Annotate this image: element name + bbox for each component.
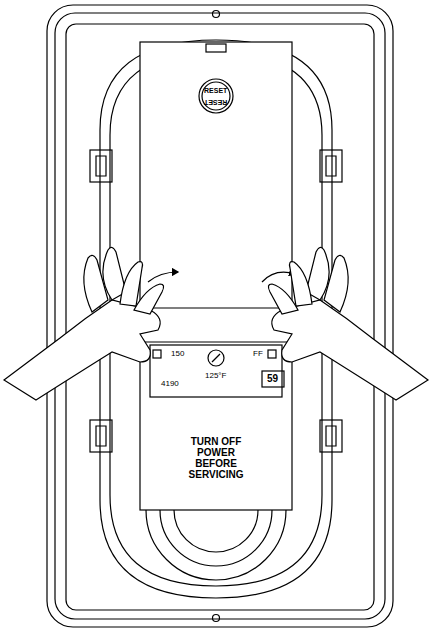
- warning-label: TURN OFF POWER BEFORE SERVICING: [184, 436, 248, 480]
- temperature-setting: 125°F: [205, 372, 226, 380]
- reset-label: RESET: [204, 99, 227, 106]
- part-number: 59: [267, 374, 278, 384]
- temperature-mark: 150: [171, 350, 184, 358]
- temperature-mark: FF: [253, 350, 263, 358]
- model-number: 4190: [161, 380, 179, 388]
- reset-label: RESET: [204, 87, 227, 94]
